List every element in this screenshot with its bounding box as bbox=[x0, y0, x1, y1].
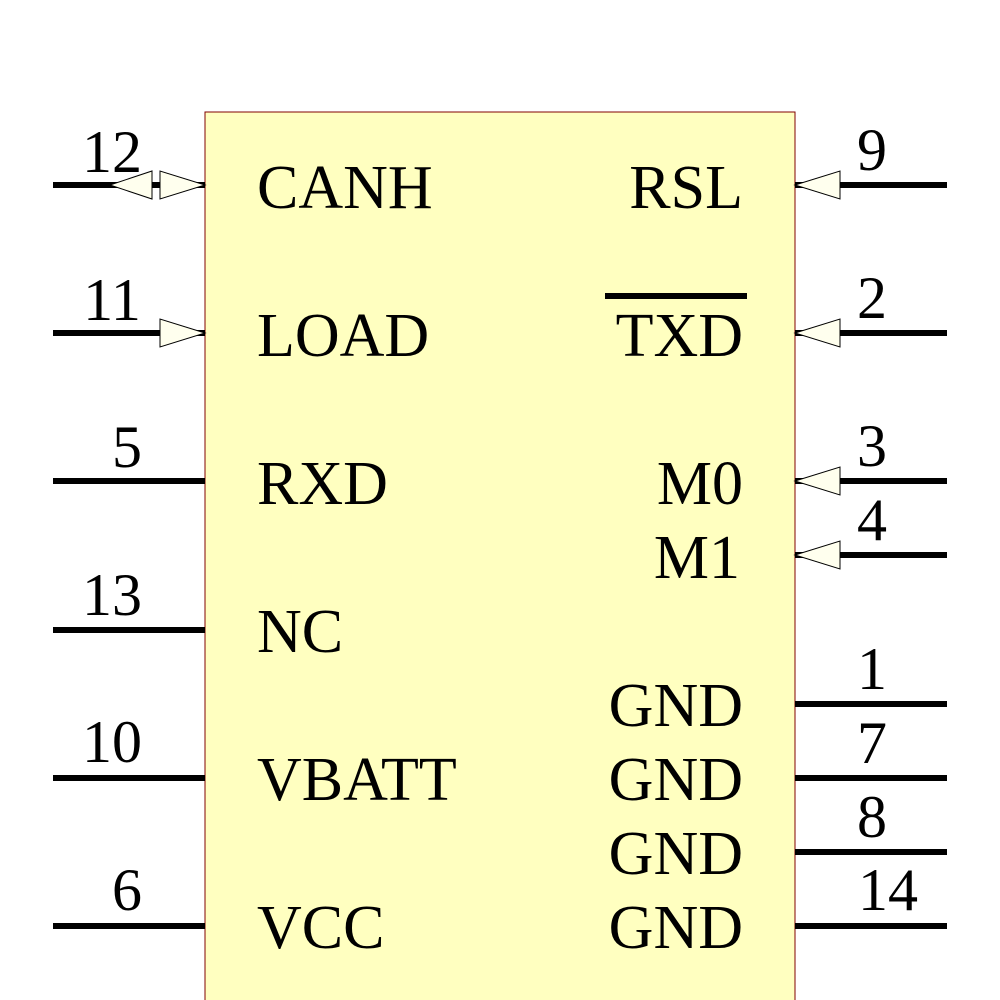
pin-5-group: 5 RXD bbox=[53, 414, 388, 518]
pin-8-group: 8 GND bbox=[609, 784, 947, 888]
pin-5-name: RXD bbox=[257, 450, 388, 518]
pin-9-input-arrow-icon bbox=[793, 170, 841, 200]
pin-6-number: 6 bbox=[112, 857, 142, 923]
pin-7-number: 7 bbox=[857, 710, 887, 776]
pin-4-name: M1 bbox=[654, 524, 740, 592]
pin-12-bidirectional-arrow-out-icon bbox=[108, 170, 153, 200]
pin-10-number: 10 bbox=[82, 709, 142, 775]
pin-8-name: GND bbox=[609, 820, 743, 888]
pin-3-number: 3 bbox=[857, 413, 887, 479]
pin-10-name: VBATT bbox=[257, 746, 457, 814]
pin-7-name: GND bbox=[609, 746, 743, 814]
pin-6-group: 6 VCC bbox=[53, 857, 384, 962]
component-body bbox=[204, 111, 796, 1000]
pin-13-group: 13 NC bbox=[53, 562, 343, 666]
pin-9-group: 9 RSL bbox=[629, 117, 947, 222]
pin-11-number: 11 bbox=[83, 267, 141, 333]
pin-2-number: 2 bbox=[857, 265, 887, 331]
pin-2-group: 2 TXD bbox=[605, 265, 947, 370]
pin-14-group: 14 GND bbox=[609, 857, 947, 962]
pin-11-name: LOAD bbox=[257, 302, 429, 370]
pin-14-number: 14 bbox=[858, 857, 918, 923]
pin-4-group: 4 M1 bbox=[654, 487, 947, 592]
pin-14-name: GND bbox=[609, 894, 743, 962]
pin-4-number: 4 bbox=[857, 487, 887, 553]
pin-13-name: NC bbox=[257, 598, 343, 666]
pin-12-group: 12 CANH bbox=[53, 119, 433, 222]
pin-13-number: 13 bbox=[82, 562, 142, 628]
pin-9-number: 9 bbox=[857, 117, 887, 183]
pin-6-name: VCC bbox=[257, 894, 384, 962]
pin-5-number: 5 bbox=[112, 414, 142, 480]
pin-8-number: 8 bbox=[857, 784, 887, 850]
pin-1-number: 1 bbox=[857, 636, 887, 702]
pin-2-name: TXD bbox=[616, 302, 743, 370]
pin-10-group: 10 VBATT bbox=[53, 709, 457, 814]
pin-11-group: 11 LOAD bbox=[53, 267, 429, 370]
pin-11-input-arrow-icon bbox=[159, 318, 207, 348]
pin-3-name: M0 bbox=[657, 450, 743, 518]
pin-4-input-arrow-icon bbox=[793, 540, 841, 570]
pin-12-name: CANH bbox=[257, 154, 433, 222]
pin-1-name: GND bbox=[609, 672, 743, 740]
pin-2-input-arrow-icon bbox=[793, 318, 841, 348]
pin-3-group: 3 M0 bbox=[657, 413, 947, 518]
pin-3-input-arrow-icon bbox=[793, 466, 841, 496]
pin-7-group: 7 GND bbox=[609, 710, 947, 814]
pin-12-bidirectional-arrow-in-icon bbox=[159, 170, 207, 200]
pin-12-number: 12 bbox=[82, 119, 142, 185]
pin-1-group: 1 GND bbox=[609, 636, 947, 740]
pin-9-name: RSL bbox=[629, 154, 743, 222]
